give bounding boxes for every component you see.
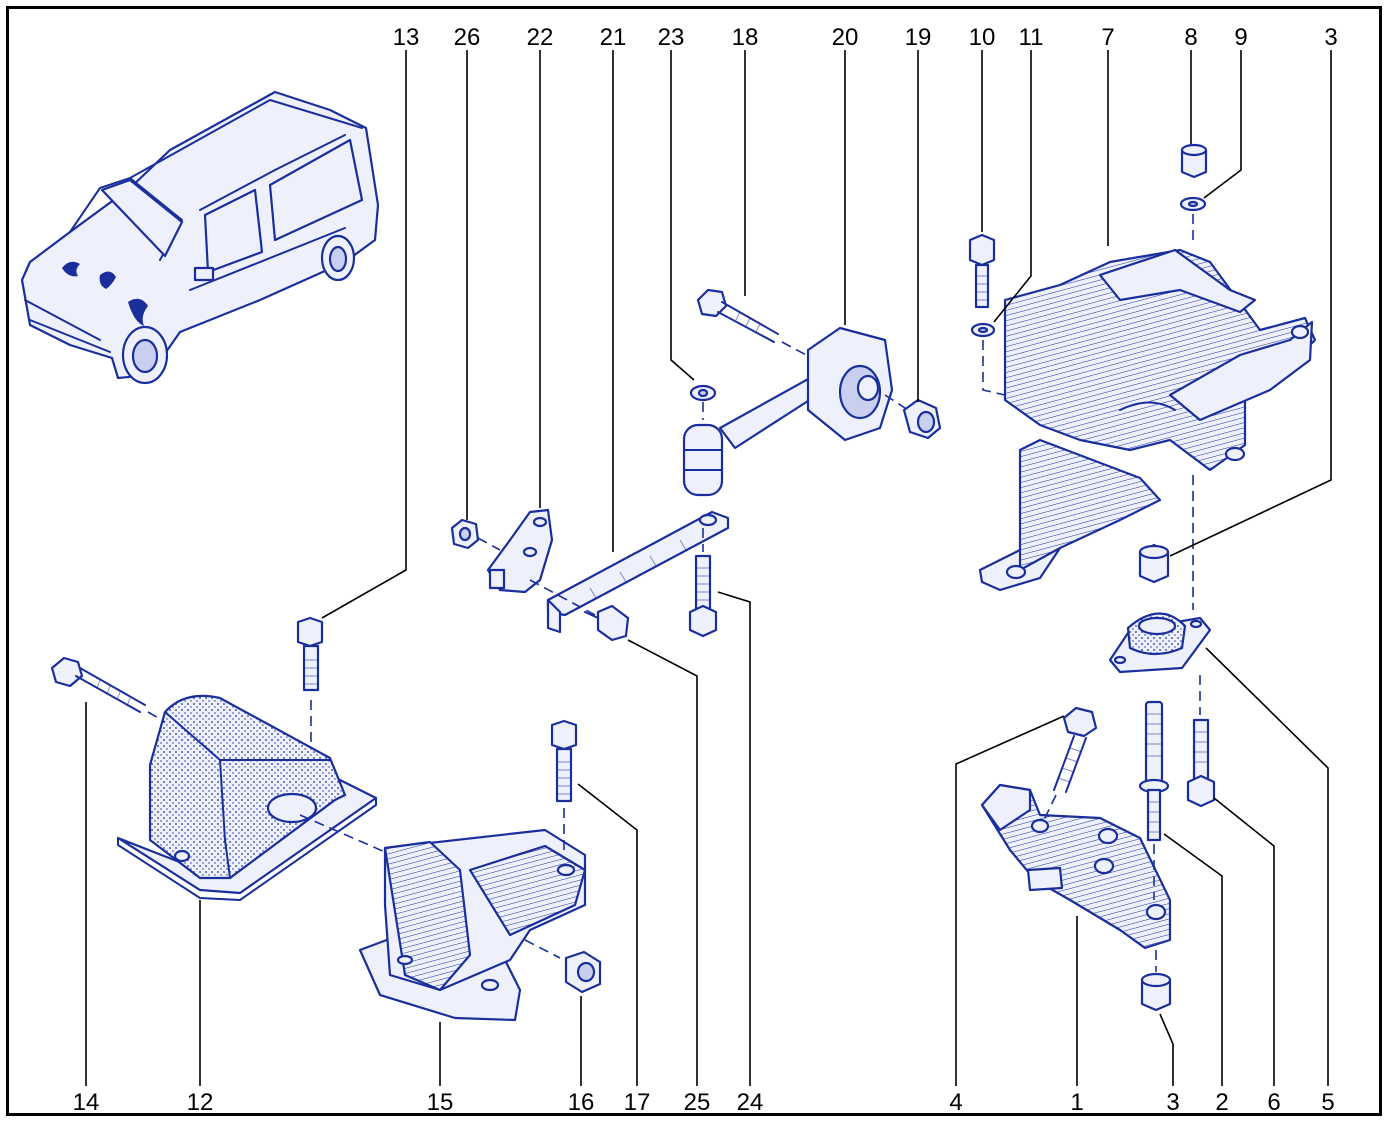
callout-22: 22	[527, 24, 554, 51]
part-3-nut-lower	[1140, 950, 1172, 1012]
callout-6: 6	[1267, 1089, 1280, 1116]
part-19-nut	[884, 394, 942, 440]
part-17-bolt	[550, 719, 578, 855]
callout-3-bottom: 3	[1166, 1089, 1179, 1116]
callout-5: 5	[1321, 1089, 1334, 1116]
callout-2: 2	[1215, 1089, 1228, 1116]
callout-11: 11	[1019, 24, 1044, 51]
callout-10: 10	[969, 24, 996, 51]
part-4-bolt	[1043, 706, 1098, 821]
part-20-torque-rod	[718, 326, 894, 450]
callouts-top: 13 26 22 21 23 18 20 19 10 11 7 8 9 3	[393, 24, 1338, 51]
callout-26: 26	[454, 24, 481, 51]
callout-1: 1	[1070, 1089, 1083, 1116]
part-16-nut	[524, 939, 602, 994]
part-15-engine-bracket	[358, 828, 587, 1022]
callout-4: 4	[949, 1089, 962, 1116]
part-26-nut	[450, 518, 501, 551]
part-12-rubber-mount	[116, 694, 378, 901]
callout-15: 15	[427, 1089, 454, 1116]
callout-24: 24	[737, 1089, 764, 1116]
callout-18: 18	[732, 24, 759, 51]
part-23-washer	[689, 384, 717, 420]
part-7-gearbox-bracket	[978, 248, 1317, 592]
part-3-nut-upper	[1138, 543, 1170, 584]
callout-14: 14	[73, 1089, 100, 1116]
part-11-washer	[970, 322, 1006, 396]
callout-23: 23	[658, 24, 685, 51]
part-18-bolt	[696, 288, 809, 357]
callout-7: 7	[1101, 24, 1114, 51]
callout-12: 12	[187, 1089, 214, 1116]
callout-19: 19	[905, 24, 932, 51]
leader-lines	[85, 50, 1332, 1086]
part-14-long-bolt	[50, 656, 166, 723]
part-5-rubber-pad	[1108, 475, 1212, 715]
part-6-bolt	[1186, 718, 1216, 808]
callout-17: 17	[624, 1089, 651, 1116]
diagram-frame	[6, 6, 1382, 1116]
part-9-washer	[1179, 196, 1207, 240]
part-2-stud	[1138, 700, 1170, 900]
callout-20: 20	[832, 24, 859, 51]
part-8-nut	[1180, 143, 1208, 179]
callout-21: 21	[600, 24, 627, 51]
vehicle-locator-illustration	[20, 90, 380, 385]
part-13-bolt	[296, 616, 324, 745]
callout-13: 13	[393, 24, 420, 51]
callout-8: 8	[1184, 24, 1197, 51]
part-21-link-arm	[546, 510, 730, 634]
callout-3-top: 3	[1324, 24, 1337, 51]
part-25-bolt	[529, 579, 630, 642]
part-1-lower-bracket	[980, 783, 1172, 950]
part-24-bolt	[688, 528, 718, 638]
rubber-bush	[682, 423, 724, 497]
part-22-bracket	[486, 508, 554, 594]
callout-9: 9	[1234, 24, 1247, 51]
callout-16: 16	[568, 1089, 595, 1116]
part-10-bolt	[968, 233, 996, 309]
callout-25: 25	[684, 1089, 711, 1116]
callouts-bottom: 14 12 15 16 17 25 24 4 1 3 2 6 5	[73, 1089, 1335, 1116]
